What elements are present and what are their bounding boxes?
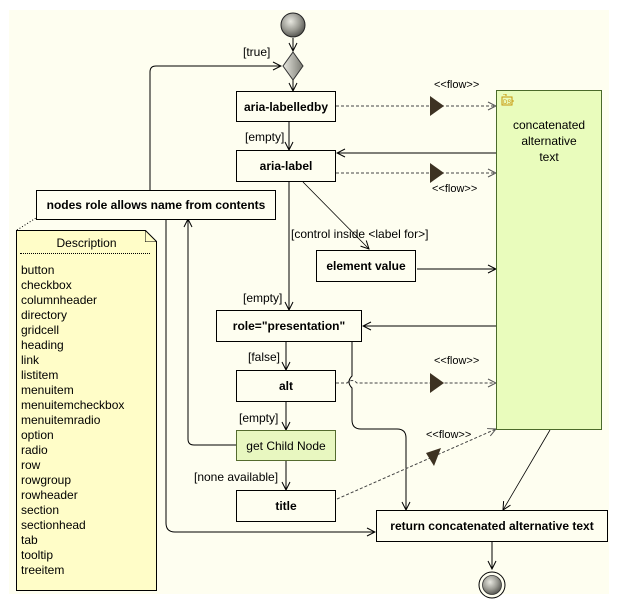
activity-aria-labelledby[interactable]: aria-labelledby (236, 91, 336, 122)
flow-label-4: <<flow>> (426, 429, 472, 441)
note-role-item: rowgroup (21, 473, 72, 487)
note-role-item: tab (21, 533, 38, 547)
note-role-item: option (21, 428, 54, 442)
edge-label-elementvalue (302, 181, 369, 249)
note-role-item: directory (21, 308, 68, 322)
note-separator (20, 253, 150, 254)
edge-getchild-nodesrole (188, 219, 236, 446)
note-role-item: button (21, 263, 55, 277)
note-role-item: columnheader (21, 293, 98, 307)
note-role-item: menuitem (21, 383, 74, 397)
activity-nodes-role[interactable]: nodes role allows name from contents (36, 190, 276, 220)
note-role-item: row (21, 458, 41, 472)
note-role-item: tooltip (21, 548, 54, 562)
guard-empty-3: [empty] (239, 411, 279, 425)
guard-false: [false] (248, 350, 281, 364)
activity-label: alt (278, 379, 293, 393)
decision-node (282, 51, 304, 81)
activity-label: title (275, 499, 297, 513)
guard-true: [true] (243, 45, 271, 59)
edge-nodesrole-decision (149, 66, 281, 190)
activity-get-child-node[interactable]: get Child Node (236, 430, 336, 461)
svg-text:DS: DS (503, 100, 511, 106)
flow-alt-datastore (336, 381, 496, 384)
note-role-item: checkbox (21, 278, 72, 292)
activity-role-presentation[interactable]: role="presentation" (216, 310, 362, 342)
flow-arrow-1 (430, 96, 444, 116)
edge-rolepres-return (348, 342, 406, 510)
flow-arrow-3 (430, 373, 444, 393)
flow-label-2: <<flow>> (432, 183, 478, 195)
note-role-item: link (21, 353, 40, 367)
flow-label-1: <<flow>> (434, 79, 480, 91)
activity-alt[interactable]: alt (236, 370, 336, 402)
note-header: Description (56, 236, 117, 250)
activity-label: aria-labelledby (243, 99, 329, 114)
initial-node (280, 12, 306, 38)
guard-empty-1: [empty] (245, 130, 285, 144)
activity-label: aria-label (259, 159, 313, 173)
final-node (482, 575, 502, 595)
note-role-item: heading (21, 338, 64, 352)
guard-none-available: [none available] (194, 470, 279, 484)
flow-title-datastore (336, 429, 496, 500)
activity-label: get Child Node (246, 438, 326, 453)
activity-element-value[interactable]: element value (316, 250, 416, 282)
note-role-item: listitem (21, 368, 59, 382)
guard-control-inside: [control inside <label for>] (291, 227, 429, 241)
flow-label-3: <<flow>> (434, 355, 480, 367)
datastore-concatenated-text[interactable]: DS concatenated alternative text (496, 90, 602, 430)
activity-label: return concatenated alternative text (390, 519, 594, 533)
flow-arrow-2 (430, 163, 444, 183)
note-role-item: menuitemradio (21, 413, 101, 427)
edge-nodesrole-return (165, 219, 375, 532)
guard-empty-2: [empty] (243, 291, 283, 305)
activity-label: element value (326, 259, 406, 273)
datastore-icon: DS (501, 94, 514, 106)
note-role-item: sectionhead (21, 518, 86, 532)
note-role-item: menuitemcheckbox (21, 398, 125, 412)
datastore-label: concatenated alternative text (513, 118, 586, 164)
edge-datastore-return (503, 429, 551, 510)
note-role-item: rowheader (21, 488, 78, 502)
activity-return-text[interactable]: return concatenated alternative text (376, 510, 608, 542)
note-role-item: radio (21, 443, 48, 457)
activity-label: nodes role allows name from contents (46, 198, 266, 212)
note-role-item: section (21, 503, 60, 517)
note-fold (145, 230, 157, 242)
activity-label: role="presentation" (232, 319, 346, 333)
note-anchor (16, 217, 37, 231)
activity-title[interactable]: title (236, 490, 336, 522)
note-role-item: treeitem (21, 563, 65, 577)
note-role-item: gridcell (21, 323, 60, 337)
flow-arrow-4 (426, 448, 441, 466)
activity-aria-label[interactable]: aria-label (236, 150, 336, 182)
